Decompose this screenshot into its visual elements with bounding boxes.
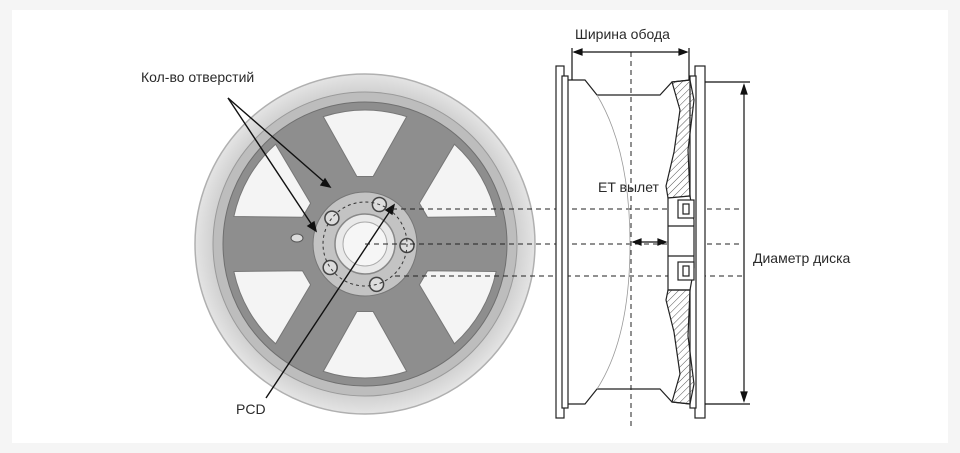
- bolt-hole: [322, 259, 338, 276]
- window: [418, 143, 497, 218]
- holes-label: Кол-во отверстий: [141, 69, 254, 85]
- pcd-circle: [322, 201, 408, 287]
- window: [418, 270, 497, 345]
- wheel-windows: [233, 109, 497, 379]
- holes-leaders: [227, 97, 332, 233]
- window: [322, 109, 408, 177]
- window: [233, 270, 312, 345]
- diameter-dimension: [705, 81, 750, 405]
- valve-hole: [290, 233, 304, 243]
- window: [322, 311, 408, 379]
- window: [233, 143, 312, 218]
- pcd-label: PCD: [236, 401, 266, 417]
- et-label: ET вылет: [598, 179, 660, 195]
- rim-width-dimension: [571, 48, 690, 80]
- et-dimension: [631, 238, 668, 246]
- diameter-label: Диаметр диска: [753, 250, 851, 266]
- wheel-side-section: [555, 65, 706, 419]
- bolt-hole: [324, 210, 340, 226]
- rim-width-label: Ширина обода: [575, 26, 670, 42]
- disc-section-hatch: [665, 79, 695, 199]
